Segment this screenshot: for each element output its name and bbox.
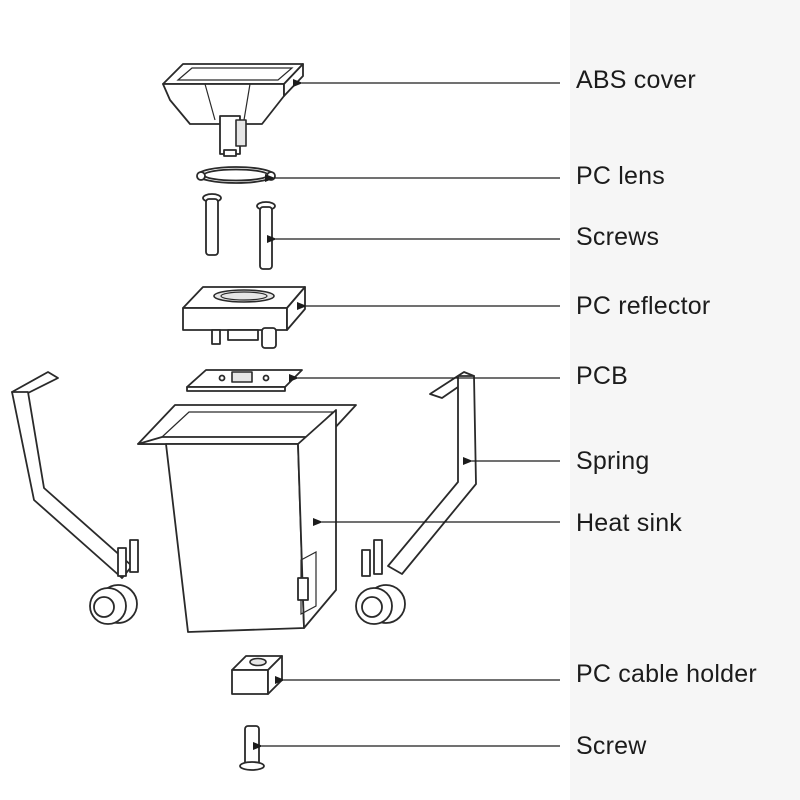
label-abs-cover: ABS cover xyxy=(576,66,696,94)
pc-lens-part xyxy=(196,166,276,184)
label-pc-lens: PC lens xyxy=(576,162,665,190)
pc-reflector-part xyxy=(182,286,306,349)
screw-part xyxy=(239,725,265,771)
label-screw: Screw xyxy=(576,732,647,760)
label-spring: Spring xyxy=(576,447,650,475)
label-pcb: PCB xyxy=(576,362,629,390)
label-screws: Screws xyxy=(576,223,660,251)
screws-part xyxy=(202,193,276,270)
label-heat-sink: Heat sink xyxy=(576,509,683,537)
leader-lines xyxy=(253,79,560,750)
label-background-band xyxy=(570,0,800,800)
heat-sink-part xyxy=(137,404,357,633)
left-spring-part xyxy=(11,371,139,625)
abs-cover-part xyxy=(162,63,304,157)
pcb-part xyxy=(186,369,303,392)
right-spring-part xyxy=(355,371,477,625)
label-pc-reflector: PC reflector xyxy=(576,292,711,320)
pc-cable-holder-part xyxy=(231,655,283,695)
label-pc-cable-holder: PC cable holder xyxy=(576,660,757,688)
